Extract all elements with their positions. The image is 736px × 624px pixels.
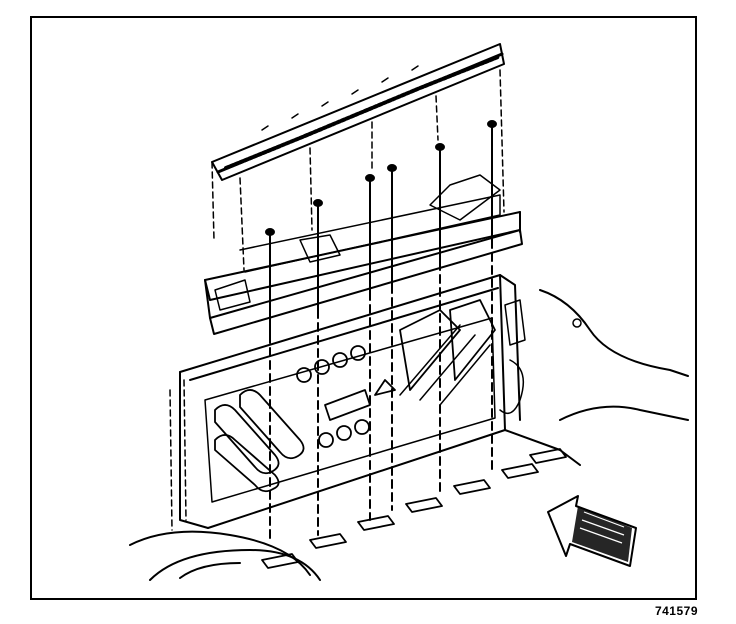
screw-5: [435, 143, 445, 493]
screw-6: [487, 120, 497, 471]
screw-4: [387, 164, 397, 511]
wheel-well: [129, 530, 321, 581]
floor-slots: [261, 448, 567, 569]
body-side: [499, 289, 689, 421]
diagram-frame: [30, 16, 697, 600]
panel-slots: [214, 299, 496, 493]
screw-3: [365, 174, 375, 521]
figure-id-label: 741579: [654, 604, 698, 618]
fasteners: [265, 120, 497, 541]
retainer-rail: [204, 174, 523, 335]
panel-holes: [296, 345, 396, 448]
arrow-icon: [547, 495, 637, 567]
panel-body: [179, 274, 581, 529]
screw-1: [265, 228, 275, 541]
panel-guide: [169, 379, 187, 531]
screw-2: [313, 199, 323, 536]
trim-molding: [211, 43, 505, 181]
alignment-lines: [211, 69, 505, 271]
